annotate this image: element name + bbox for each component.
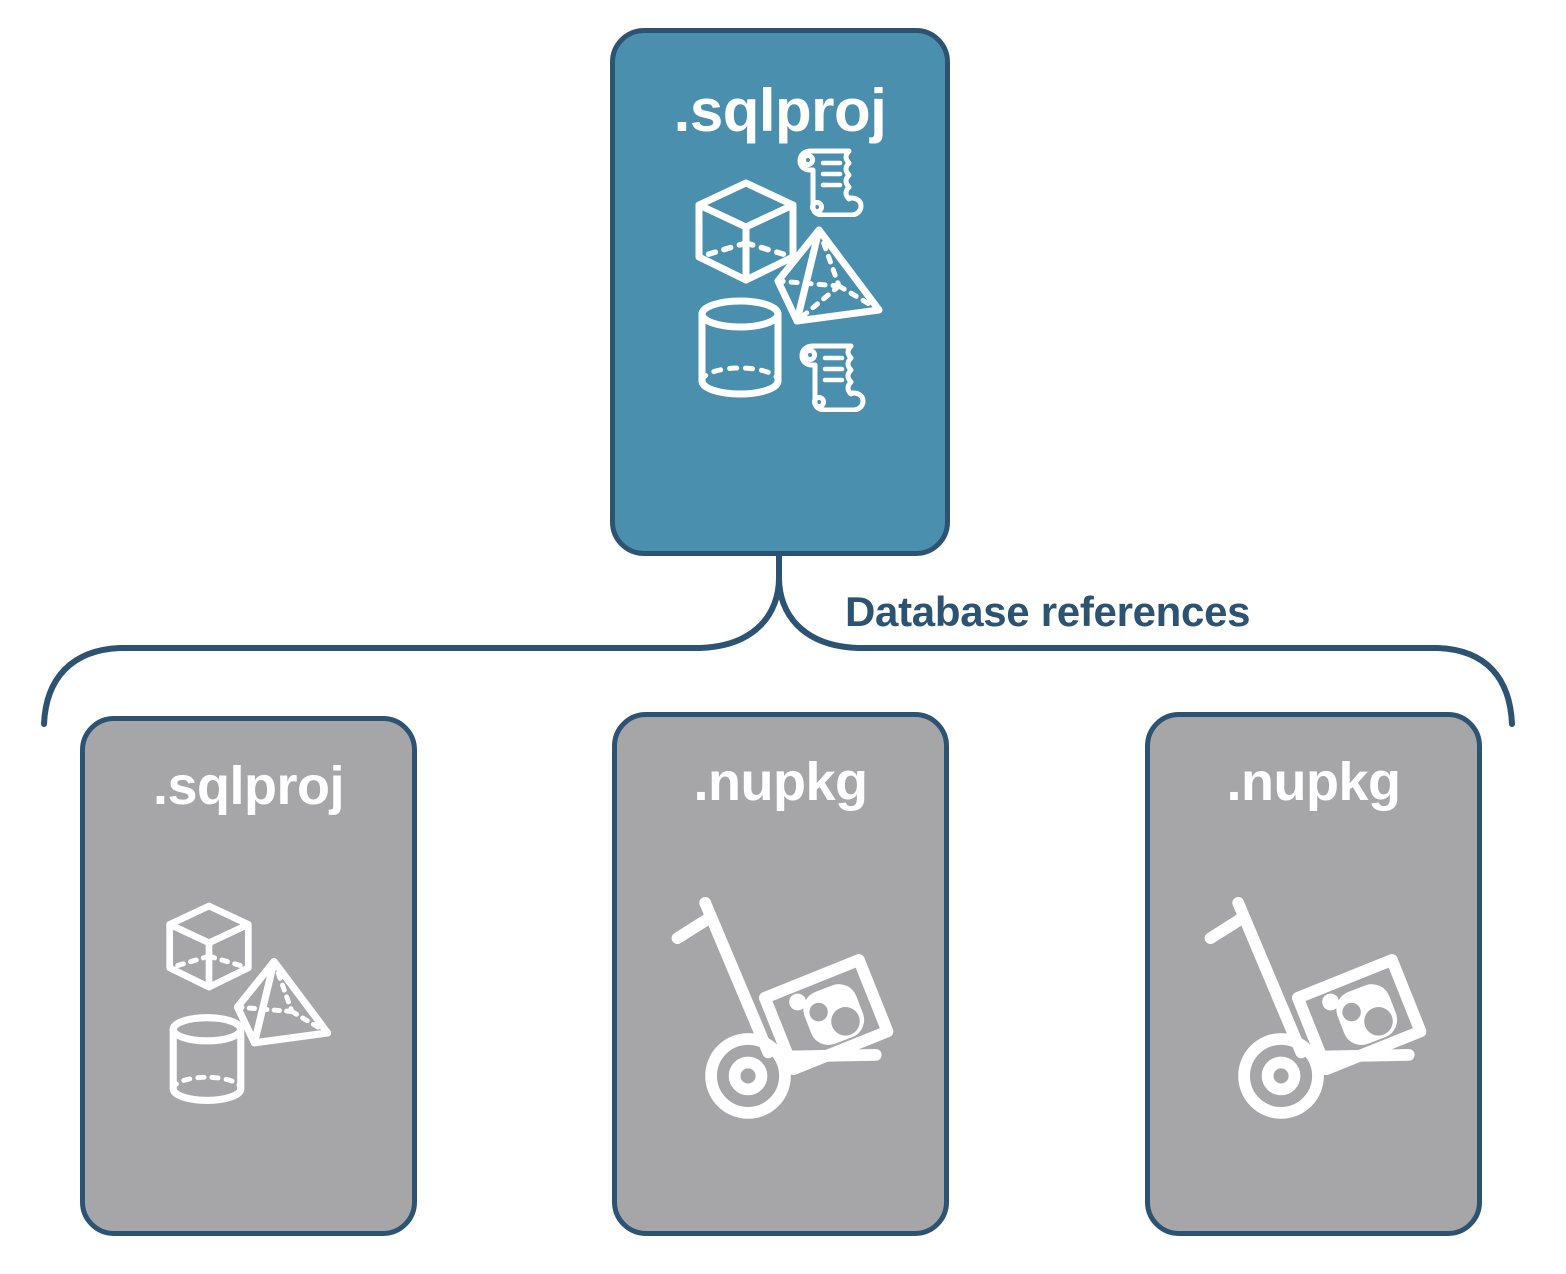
reference-nupkg-1-icon-area <box>617 809 944 1231</box>
node-root-sqlproj[interactable]: .sqlproj <box>610 28 950 556</box>
scroll-script-icon <box>797 148 864 217</box>
cylinder-wireframe-icon <box>169 1014 245 1104</box>
hand-truck-package-icon <box>671 897 894 1119</box>
pyramid-wireframe-icon <box>774 226 883 325</box>
cylinder-wireframe-icon <box>698 297 782 398</box>
node-reference-sqlproj-label: .sqlproj <box>152 756 345 816</box>
node-reference-nupkg-1[interactable]: .nupkg <box>612 712 949 1236</box>
hand-truck-package-icon <box>1204 897 1427 1119</box>
reference-sqlproj-icon-area <box>85 813 412 1231</box>
root-icon-area <box>615 141 945 551</box>
node-reference-nupkg-2-label: .nupkg <box>1226 752 1401 812</box>
scroll-script-icon <box>799 343 866 412</box>
node-root-label: .sqlproj <box>673 77 887 144</box>
cube-wireframe-icon <box>166 902 252 991</box>
pyramid-wireframe-icon <box>233 957 332 1047</box>
reference-nupkg-2-icon-area <box>1150 809 1477 1231</box>
node-reference-nupkg-2[interactable]: .nupkg <box>1145 712 1482 1236</box>
node-reference-nupkg-1-label: .nupkg <box>693 752 868 812</box>
brace-label: Database references <box>845 588 1251 635</box>
node-reference-sqlproj[interactable]: .sqlproj <box>80 716 417 1236</box>
